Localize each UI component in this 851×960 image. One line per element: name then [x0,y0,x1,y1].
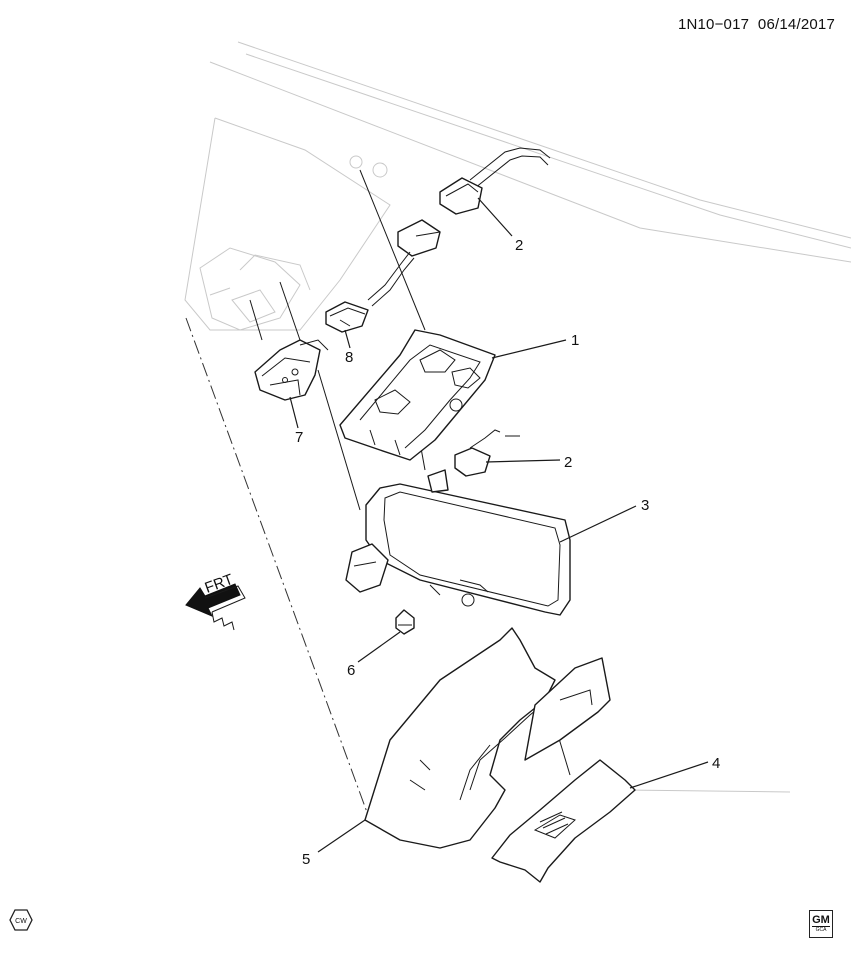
diagram-code-date: 1N10−017 06/14/2017 [677,16,835,33]
rain-sensor-module [254,339,329,401]
connector-small [325,301,369,333]
gm-logo-bottom: GCA [815,926,827,933]
alignment-lines [185,169,571,816]
callout-2-upper: 2 [515,237,523,254]
mounting-screw [395,609,415,635]
callout-7: 7 [295,429,303,446]
connector-lower [454,429,520,477]
callout-labels: 1 2 2 3 4 5 6 7 8 [295,237,720,868]
callout-4: 4 [712,755,720,772]
callout-3: 3 [641,497,649,514]
roof-outline-ghost [184,41,851,793]
callout-6: 6 [347,662,355,679]
cw-badge-icon: CW [9,909,33,931]
rear-view-mirror [345,469,571,616]
callout-5: 5 [302,851,310,868]
gm-logo-top: GM [812,913,830,927]
connector-upper [367,147,551,307]
front-direction-arrow: FRT [185,571,246,631]
callout-1: 1 [571,332,579,349]
cw-badge-label: CW [15,918,27,925]
mirror-cover-lower [491,657,636,883]
mount-bracket [339,329,496,461]
callout-2-lower: 2 [564,454,572,471]
mirror-cover-upper [364,627,556,849]
callout-8: 8 [345,349,353,366]
leader-lines [289,197,709,853]
gm-logo: GM GCA [809,910,833,938]
